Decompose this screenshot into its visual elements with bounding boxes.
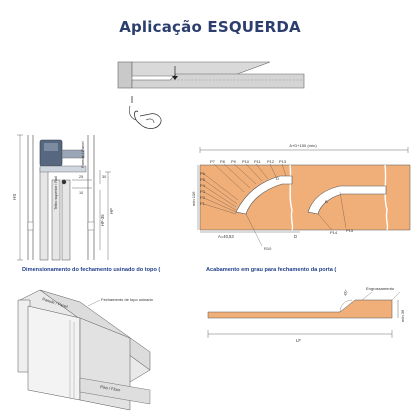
small-dim-3: 10 [79,191,83,195]
point-p10: P10 [242,159,250,164]
a-dim-label: A=40,53 [218,234,234,239]
r10-label: R10 [264,246,272,251]
point-p3: P3 [200,189,206,194]
hf-dim-label: HF-35 [100,214,105,226]
caption-right: Acabamento em grau para fechamento da po… [206,267,337,273]
profile-drawing [197,147,411,247]
point-p1: P1 [200,201,206,206]
point-p9: P9 [231,159,237,164]
point-p12: P12 [267,159,275,164]
point-p2: P2 [200,195,206,200]
finish-lf: LF [296,338,301,343]
point-p13: P13 [279,159,287,164]
finish-angle: 45° [342,289,349,297]
iso-drawing [17,289,151,411]
page-title: Aplicação ESQUERDA [119,18,301,36]
point-p6: P6 [200,171,206,176]
point-p7: P7 [210,159,216,164]
finish-drawing [207,291,401,338]
elevation-drawing [17,134,111,261]
d-label-2: D [276,176,279,181]
wall-label: Parede / Panel [80,141,85,168]
p14-label: P14 [330,230,338,235]
point-p5: P5 [200,177,206,182]
iso-floor-label: Piso / Floor [100,384,121,393]
iso-closing-label: Fechamento de topo usinado [101,297,154,302]
min-dim-label: mín 106 [191,191,196,206]
d-dim-label: D [294,234,297,239]
p15-label: P15 [346,228,354,233]
point-p11: P11 [254,159,262,164]
rail-label: Trilho superior / Rail [54,176,58,210]
b-label: B [325,199,328,204]
hs-label: HS [12,194,17,200]
caption-left: Dimensionamento do fechamento usinado do… [22,267,161,273]
finish-min: mín 36 [400,309,405,322]
hf-label: HF [109,208,114,214]
finish-thickening: Engrossamento [366,286,395,291]
top-dim-label: A+D+150 (mín) [289,143,317,148]
small-dim-2: 25 [79,175,83,179]
small-dim-1: 30 [102,175,106,179]
point-p4: P4 [200,183,206,188]
top-rail-sketch [117,61,305,129]
point-p8: P8 [220,159,226,164]
